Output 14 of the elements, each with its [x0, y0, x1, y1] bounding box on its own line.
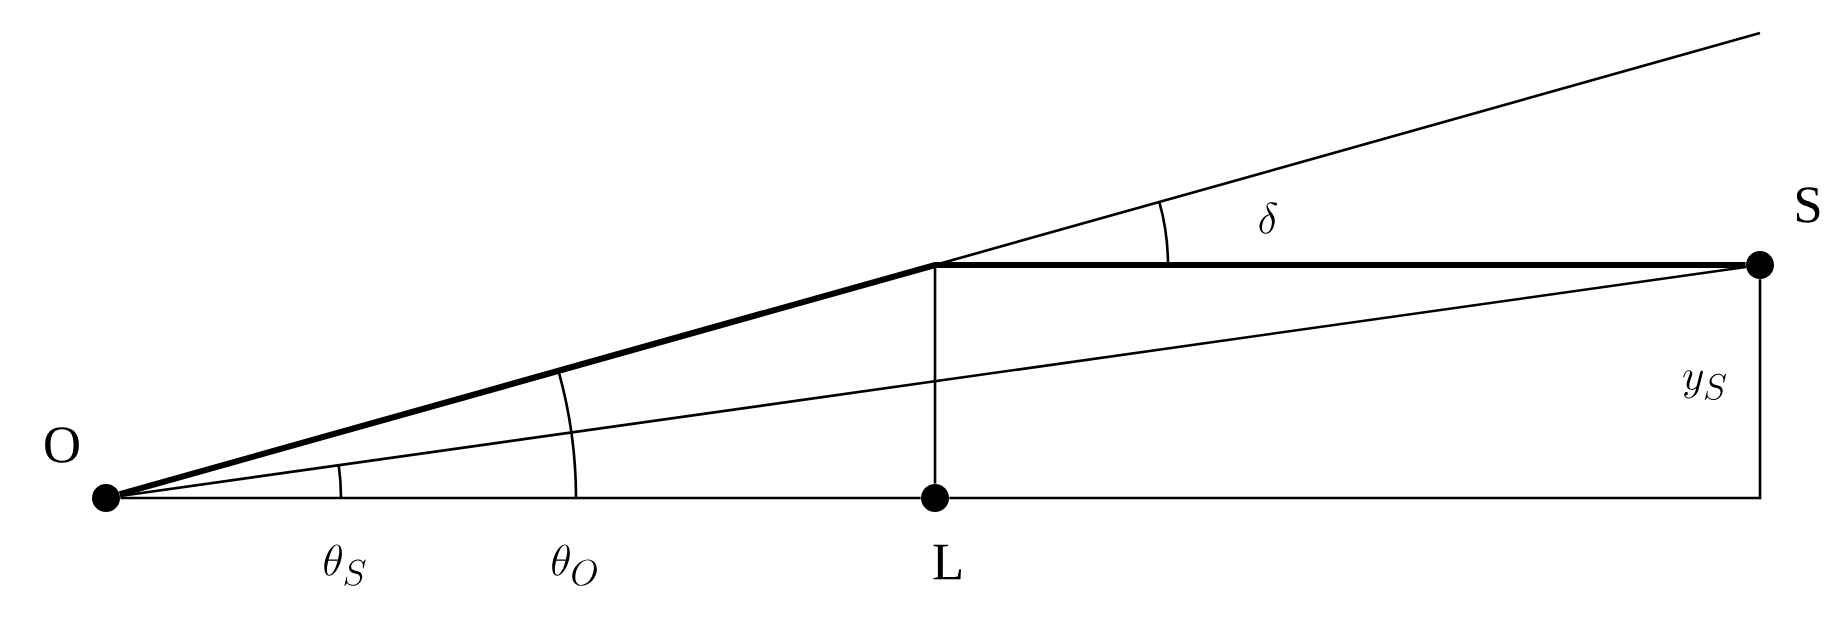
point-dot: [92, 484, 120, 512]
light-ray: [949, 279, 1762, 500]
light-ray: [119, 31, 1761, 496]
angle-label: $\theta_S$: [324, 544, 366, 586]
point-label: O: [45, 427, 79, 463]
angle-label: $\delta$: [1259, 202, 1278, 234]
angle-label: $\theta_O$: [552, 544, 597, 586]
point-label: S: [1796, 187, 1820, 223]
light-ray: [120, 496, 921, 500]
angle-label: $y_S$: [1683, 370, 1727, 401]
point-dot: [1746, 251, 1774, 279]
light-ray: [933, 265, 937, 484]
point-dot: [921, 484, 949, 512]
point-label: L: [933, 544, 961, 580]
